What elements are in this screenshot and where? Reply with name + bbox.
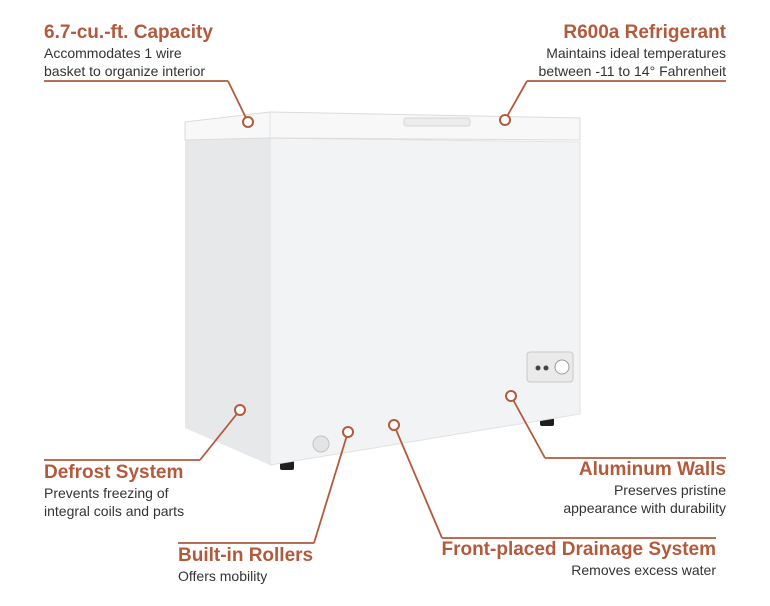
callout-aluminum: Aluminum Walls Preserves pristine appear… — [563, 459, 726, 517]
callout-title: R600a Refrigerant — [563, 22, 726, 43]
freezer-side-panel — [185, 138, 270, 465]
indicator-light — [543, 365, 549, 371]
control-panel — [526, 351, 574, 383]
callout-title: Front-placed Drainage System — [441, 539, 716, 560]
callout-title: Built-in Rollers — [178, 545, 314, 566]
drain-plug — [312, 435, 330, 453]
callout-capacity: 6.7-cu.-ft. Capacity Accommodates 1 wire… — [44, 22, 213, 80]
callout-title: 6.7-cu.-ft. Capacity — [44, 22, 213, 43]
callout-description: Prevents freezing of integral coils and … — [44, 485, 185, 519]
chest-freezer-illustration — [184, 111, 581, 470]
callout-description: Maintains ideal temperatures between -11… — [538, 45, 726, 79]
freezer-front-panel — [269, 137, 581, 466]
marker-refrigerant — [499, 114, 511, 126]
markers — [234, 114, 517, 438]
marker-drainage — [388, 419, 400, 431]
marker-rollers — [342, 426, 354, 438]
callout-refrigerant: R600a Refrigerant Maintains ideal temper… — [539, 22, 726, 80]
callout-drainage: Front-placed Drainage System Removes exc… — [441, 539, 716, 579]
indicator-light — [535, 365, 541, 371]
marker-capacity — [242, 116, 254, 128]
underlines — [44, 80, 726, 544]
marker-aluminum — [505, 390, 517, 402]
callout-description: Removes excess water — [571, 562, 716, 578]
lid-handle — [403, 117, 471, 127]
callout-title: Defrost System — [44, 462, 184, 483]
leader-lines — [199, 80, 546, 544]
callout-description: Accommodates 1 wire basket to organize i… — [44, 45, 206, 79]
thermostat-knob — [554, 359, 570, 375]
callout-description: Preserves pristine appearance with durab… — [563, 482, 726, 516]
callout-description: Offers mobility — [178, 568, 268, 584]
callout-defrost: Defrost System Prevents freezing of inte… — [44, 462, 184, 520]
callout-rollers: Built-in Rollers Offers mobility — [178, 545, 313, 585]
callout-title: Aluminum Walls — [578, 459, 726, 480]
marker-defrost — [234, 404, 246, 416]
